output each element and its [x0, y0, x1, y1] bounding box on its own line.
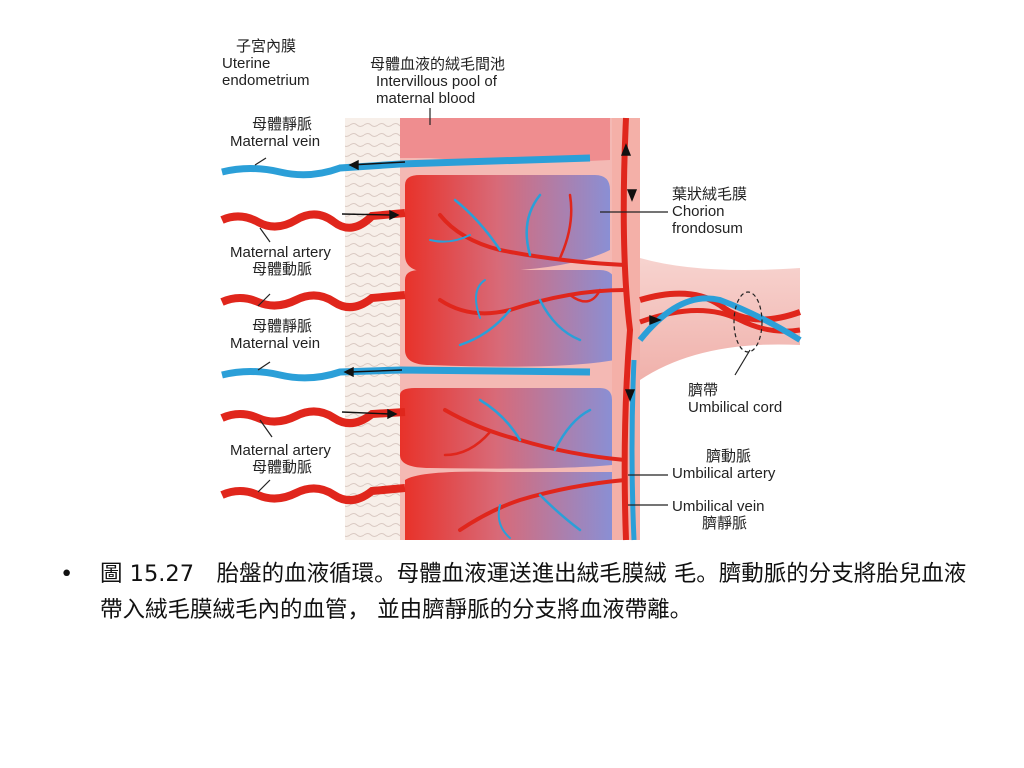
label-cord-en: Umbilical cord [688, 399, 783, 416]
villous-tree-3 [443, 398, 627, 462]
label-uart-zh: 臍動脈 [706, 448, 752, 465]
label-chorion-en2: frondosum [672, 220, 743, 237]
umbilical-cord-section [733, 291, 763, 353]
label-artery2-en: Maternal artery [230, 442, 331, 459]
label-maternal-artery-2: Maternal artery 母體動脈 [230, 442, 331, 476]
label-umbilical-vein: Umbilical vein 臍靜脈 [672, 498, 765, 532]
label-artery2-zh: 母體動脈 [252, 459, 313, 476]
villous-tree-2 [438, 279, 627, 347]
label-chorion-en1: Chorion [672, 203, 725, 220]
chorionic-vein [629, 359, 637, 541]
label-artery1-en: Maternal artery [230, 244, 331, 261]
intervillous-pool-3 [405, 270, 615, 367]
maternal-artery-3 [220, 407, 406, 428]
label-artery1-zh: 母體動脈 [252, 261, 313, 278]
label-uterine-zh: 子宮內膜 [236, 38, 297, 55]
leader-lines [254, 108, 751, 506]
umbilical-artery-cord-1 [639, 290, 802, 323]
label-vein1-en: Maternal vein [230, 133, 321, 150]
placenta-diagram [220, 108, 802, 541]
label-umbilical-artery: 臍動脈 Umbilical artery [672, 448, 775, 482]
label-maternal-artery-1: Maternal artery 母體動脈 [230, 244, 331, 278]
label-pool-en1: Intervillous pool of [376, 73, 497, 90]
chorionic-artery [620, 117, 634, 541]
label-chorion-frondosum: 葉狀絨毛膜 Chorion frondosum [672, 186, 747, 237]
villous-tree-1 [429, 193, 627, 267]
flow-arrows [341, 143, 662, 420]
endometrium-fibers [345, 118, 400, 540]
caption-text: 圖 15.27 胎盤的血液循環。母體血液運送進出絨毛膜絨 毛。臍動脈的分支將胎兒… [100, 561, 967, 623]
caption-bullet: • [60, 561, 74, 587]
maternal-artery-1 [220, 209, 406, 232]
label-uterine-en2: endometrium [222, 72, 310, 89]
maternal-artery-2 [220, 291, 406, 312]
label-chorion-zh: 葉狀絨毛膜 [672, 186, 748, 203]
label-uart-en: Umbilical artery [672, 465, 776, 482]
label-umbilical-cord: 臍帶 Umbilical cord [688, 382, 782, 416]
label-pool-zh: 母體血液的絨毛間池 [370, 56, 506, 73]
label-intervillous-pool: 母體血液的絨毛間池 Intervillous pool of maternal … [370, 56, 505, 107]
intervillous-pool-4 [400, 388, 612, 469]
maternal-vein-1 [221, 154, 591, 179]
intervillous-pool-1 [400, 118, 610, 163]
label-vein1-zh: 母體靜脈 [252, 116, 313, 133]
intervillous-pool-2 [405, 175, 610, 273]
umbilical-vein-cord [637, 295, 802, 343]
label-cord-zh: 臍帶 [688, 382, 719, 399]
label-vein2-en: Maternal vein [230, 335, 321, 352]
label-vein2-zh: 母體靜脈 [252, 318, 313, 335]
label-maternal-vein-1: 母體靜脈 Maternal vein [230, 116, 320, 150]
label-uterine-endometrium: 子宮內膜 Uterine endometrium [222, 38, 310, 89]
label-pool-en2: maternal blood [376, 90, 476, 107]
label-uvein-zh: 臍靜脈 [702, 515, 748, 532]
maternal-vein-2 [221, 366, 591, 382]
label-uvein-en: Umbilical vein [672, 498, 765, 515]
villous-tree-4 [458, 478, 627, 539]
label-uterine-en1: Uterine [222, 55, 271, 72]
maternal-artery-4 [220, 484, 406, 505]
label-maternal-vein-2: 母體靜脈 Maternal vein [230, 318, 320, 352]
umbilical-cord-body [640, 258, 800, 380]
